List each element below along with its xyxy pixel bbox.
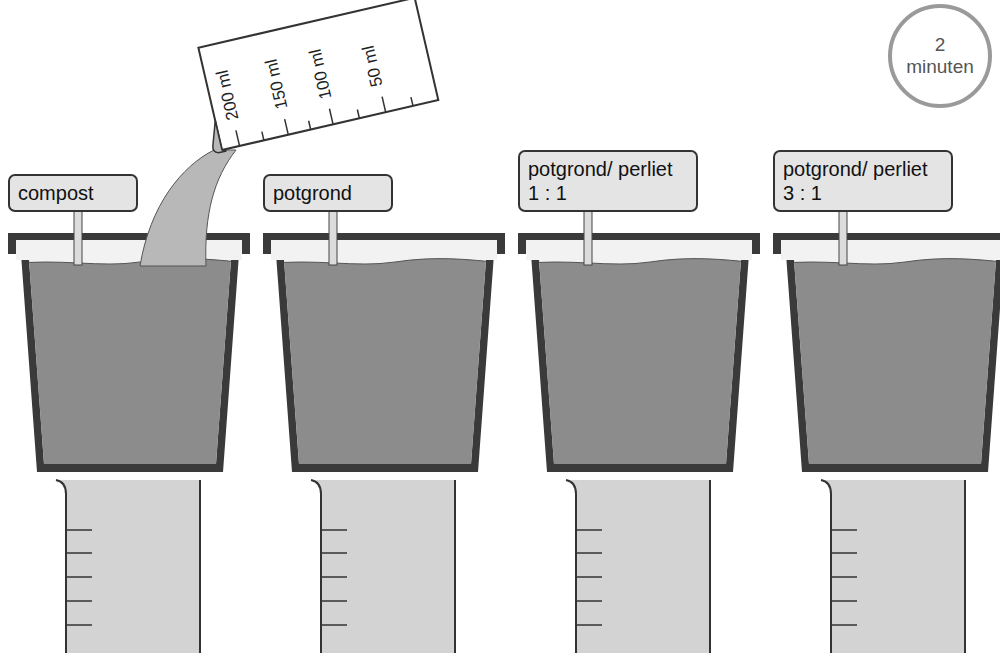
label-stake <box>584 205 592 265</box>
pot-wall <box>8 233 250 472</box>
beaker-tick <box>576 552 602 554</box>
beaker-tick <box>321 576 347 578</box>
beaker-body <box>56 480 200 653</box>
beaker-tick <box>66 552 92 554</box>
beaker <box>821 480 965 653</box>
beaker-tick <box>66 600 92 602</box>
pot-wall <box>518 233 760 472</box>
soil <box>775 259 1000 470</box>
beaker-tick <box>831 529 857 531</box>
plant-label: potgrond/ perliet 3 : 1 <box>773 150 953 212</box>
cylinder-tick <box>309 121 311 130</box>
beaker-tick <box>66 624 92 626</box>
beaker-body <box>311 480 455 653</box>
beaker-tick <box>831 600 857 602</box>
cylinder-tick <box>262 132 264 141</box>
cylinder-tick <box>382 97 386 113</box>
measuring-cylinder <box>190 0 439 154</box>
beaker-tick <box>576 529 602 531</box>
cylinder-tick <box>411 97 413 106</box>
cylinder-body <box>198 0 438 150</box>
beaker-tick <box>321 624 347 626</box>
plant-label: potgrond/ perliet 1 : 1 <box>518 150 698 212</box>
label-stake <box>839 205 847 265</box>
beaker-tick <box>66 576 92 578</box>
label-stake <box>329 205 337 265</box>
cylinder-tick <box>285 119 289 135</box>
pot-wall <box>263 233 505 472</box>
label-stake <box>74 205 82 265</box>
beaker <box>56 480 200 653</box>
beaker-outline <box>56 480 200 653</box>
beaker-outline <box>566 480 710 653</box>
beaker-tick <box>321 529 347 531</box>
beaker <box>311 480 455 653</box>
pot-wall <box>773 233 1000 472</box>
beaker-tick <box>576 576 602 578</box>
plant-pot <box>263 205 505 472</box>
label-text: potgrond <box>273 181 383 205</box>
label-text: potgrond/ perliet 1 : 1 <box>528 157 688 205</box>
beaker-outline <box>821 480 965 653</box>
soil <box>520 259 758 470</box>
label-text: compost <box>18 181 128 205</box>
plant-pot <box>8 205 250 472</box>
cylinder-tick <box>329 109 333 125</box>
timer-clock: 2 minuten <box>888 4 992 108</box>
water-stream <box>140 150 236 266</box>
plant-pot <box>773 205 1000 472</box>
label-text: potgrond/ perliet 3 : 1 <box>783 157 943 205</box>
beaker-body <box>566 480 710 653</box>
label-text: 2 minuten <box>900 34 980 78</box>
soil <box>10 259 248 470</box>
plant-pot <box>518 205 760 472</box>
beaker-tick <box>831 624 857 626</box>
beaker-tick <box>576 624 602 626</box>
soil <box>265 259 503 470</box>
cylinder-tick <box>236 130 240 146</box>
beaker-tick <box>66 529 92 531</box>
beaker-outline <box>311 480 455 653</box>
cylinder-tick <box>357 110 359 119</box>
beaker-tick <box>321 552 347 554</box>
beaker-tick <box>576 600 602 602</box>
beaker-body <box>821 480 965 653</box>
plant-label: compost <box>8 174 138 212</box>
beaker <box>566 480 710 653</box>
plant-label: potgrond <box>263 174 393 212</box>
beaker-tick <box>321 600 347 602</box>
beaker-tick <box>831 552 857 554</box>
cylinder-spout <box>207 120 226 154</box>
beaker-tick <box>831 576 857 578</box>
